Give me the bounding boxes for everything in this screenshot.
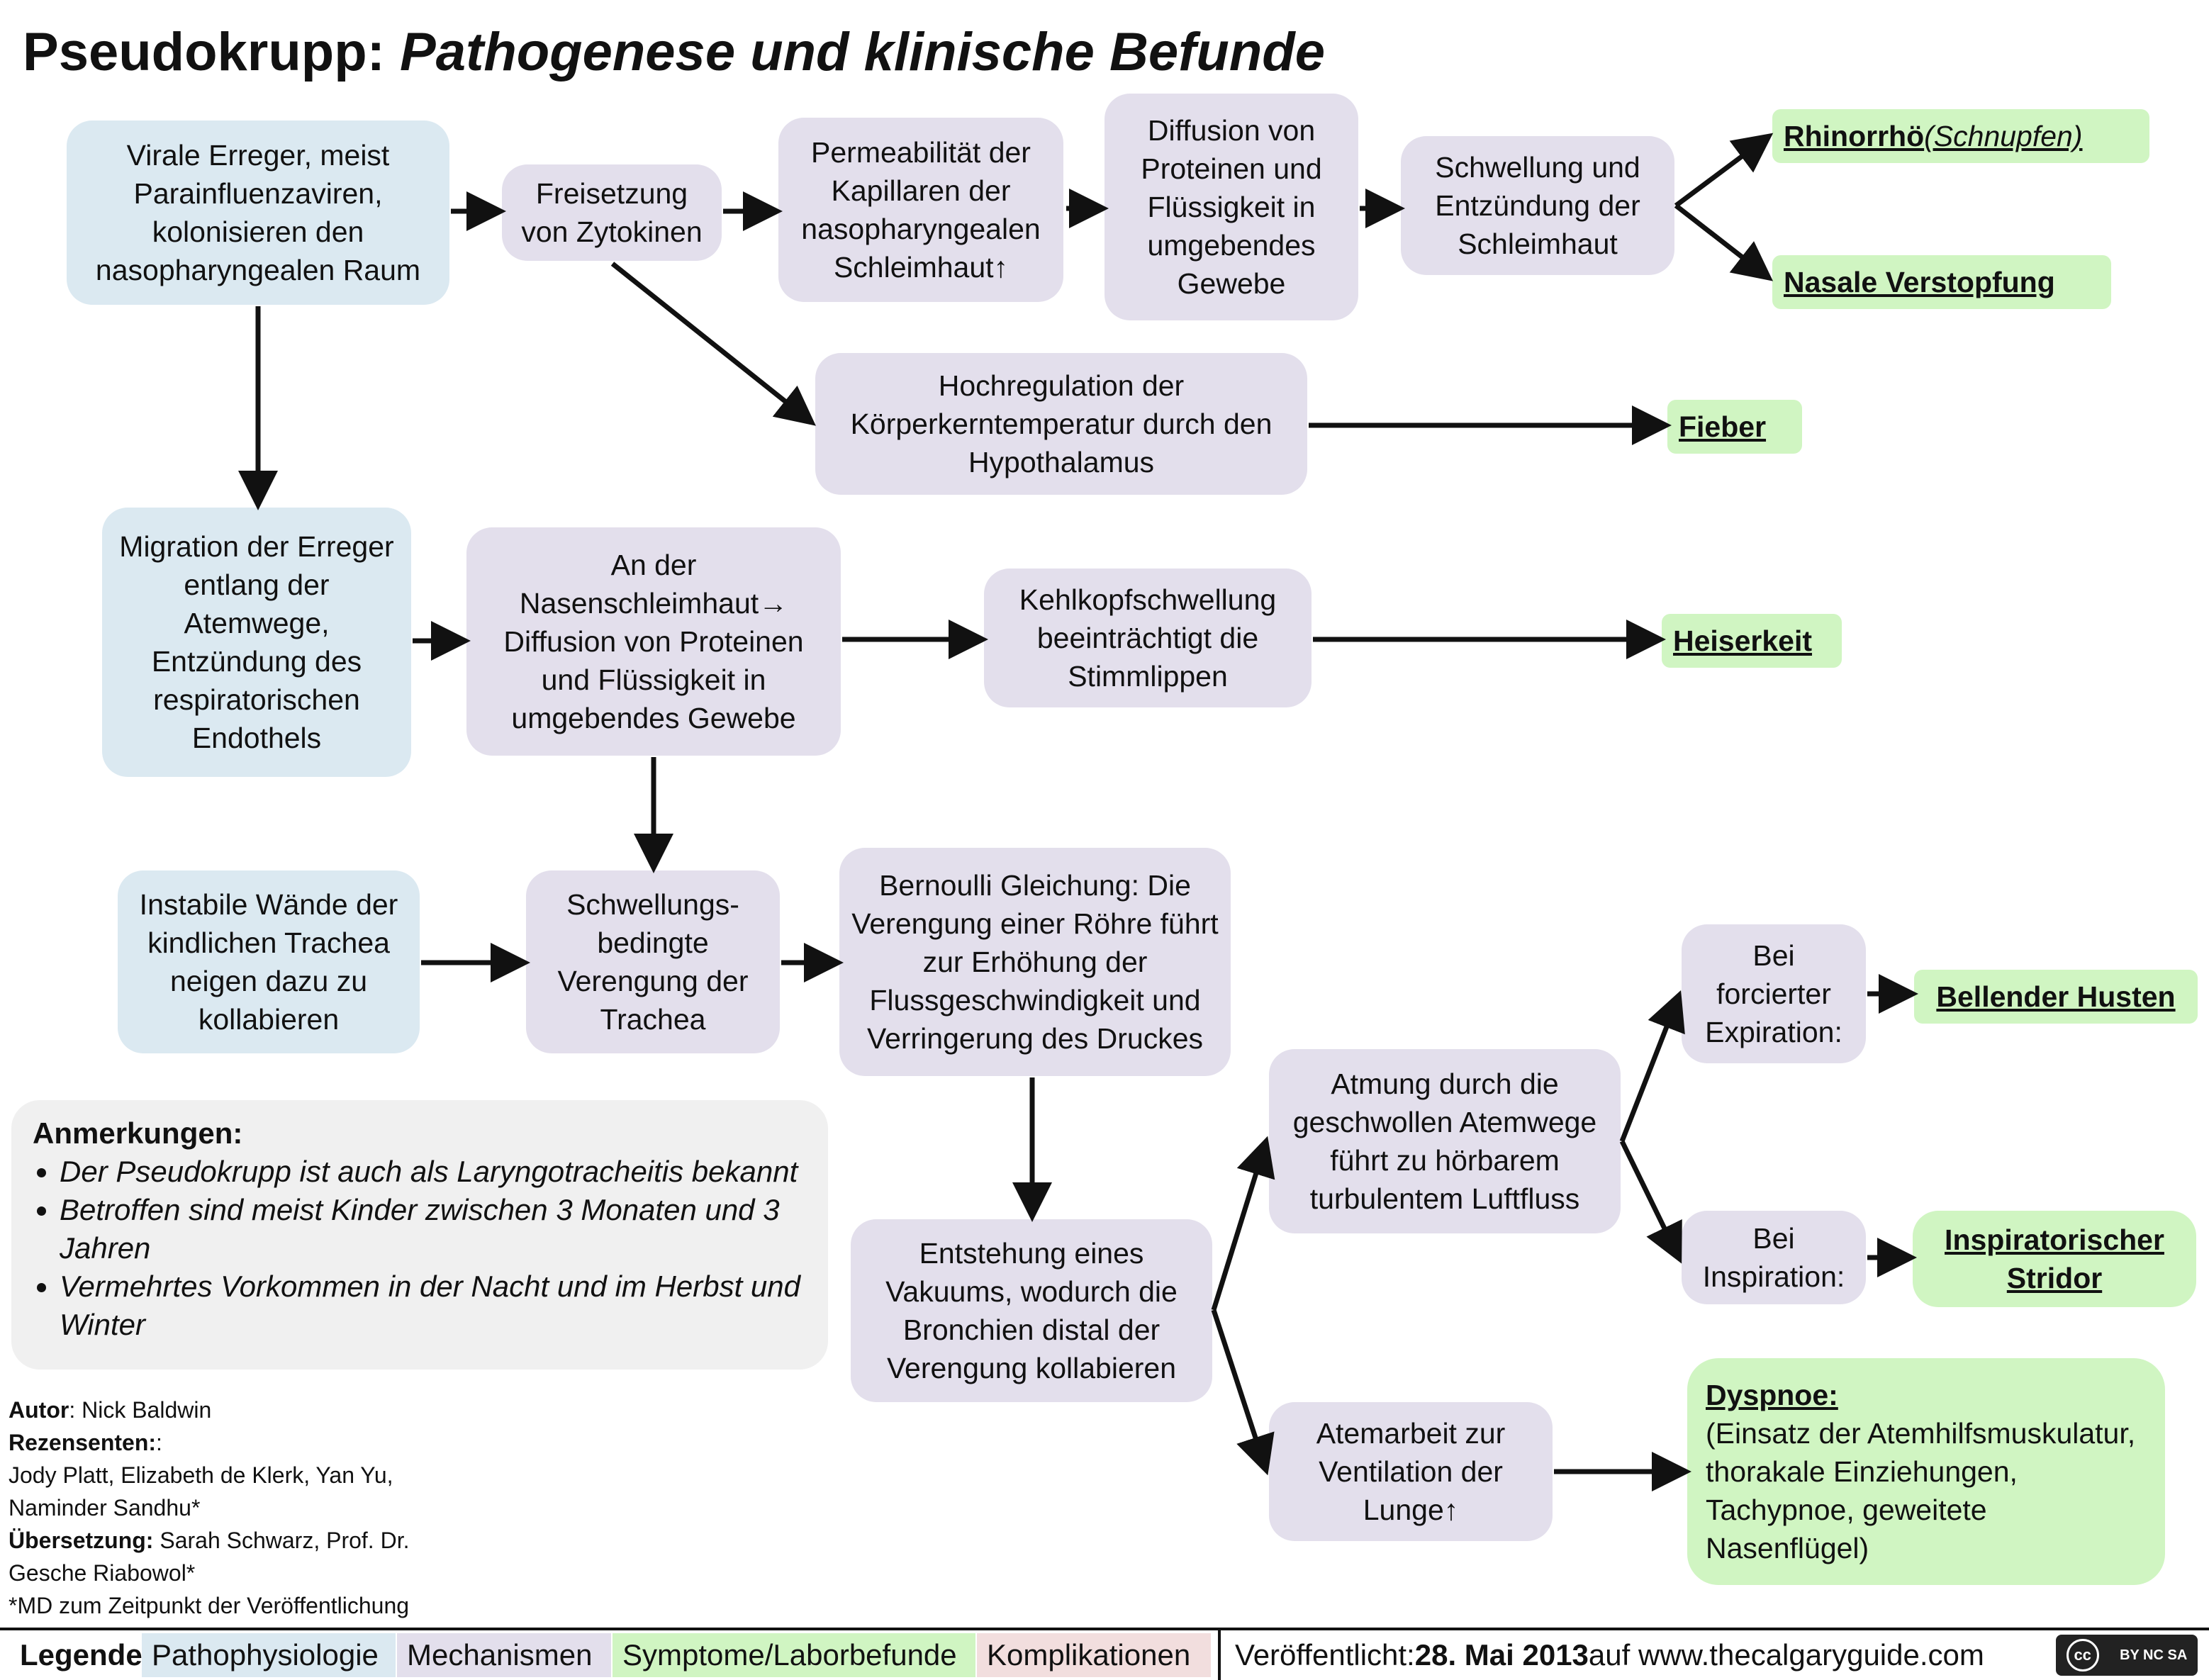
author-label: Autor: [9, 1397, 69, 1423]
published-prefix: Veröffentlicht:: [1235, 1638, 1415, 1671]
node-bernoulli: Bernoulli Gleichung: Die Verengung einer…: [839, 848, 1231, 1076]
notes-item: Betroffen sind meist Kinder zwischen 3 M…: [60, 1191, 807, 1267]
cc-icon: cc: [2066, 1639, 2099, 1671]
cc-license-text: BY NC SA: [2120, 1647, 2188, 1663]
legend-mech: Mechanismen: [397, 1633, 611, 1677]
reviewers-label: Rezensenten:: [9, 1430, 157, 1455]
notes-list: Der Pseudokrupp ist auch als Laryngotrac…: [33, 1153, 807, 1344]
notes-heading: Anmerkungen:: [33, 1116, 243, 1150]
node-fieber: Fieber: [1667, 400, 1802, 454]
node-hypothal: Hochregulation der Körperkerntemperatur …: [815, 353, 1307, 495]
translation-names: Sarah Schwarz, Prof. Dr. Gesche Riabowol…: [9, 1528, 410, 1586]
arrow-vakuum-atemarbeit: [1211, 1309, 1275, 1476]
title-main: Pseudokrupp:: [23, 22, 385, 82]
credits-translation: Übersetzung: Sarah Schwarz, Prof. Dr. Ge…: [9, 1524, 491, 1589]
dyspnoe-heading: Dyspnoe:: [1706, 1379, 1838, 1411]
page-title: Pseudokrupp: Pathogenese und klinische B…: [23, 21, 1325, 83]
node-stridor: Inspiratorischer Stridor: [1913, 1211, 2196, 1307]
legend-label: Legende:: [20, 1638, 152, 1671]
arrow-schwellung-verstopfung: [1674, 203, 1774, 281]
translation-label: Übersetzung:: [9, 1528, 154, 1553]
node-forciert: Bei forcierter Expiration:: [1682, 924, 1866, 1063]
node-permeab: Permeabilität der Kapillaren der nasopha…: [778, 118, 1063, 302]
title-sub: Pathogenese und klinische Befunde: [400, 22, 1325, 82]
credits-footnote: *MD zum Zeitpunkt der Veröffentlichung: [9, 1593, 410, 1618]
node-cytokine: Freisetzung von Zytokinen: [502, 164, 722, 261]
cc-license-badge: cc BY NC SA: [2056, 1635, 2198, 1676]
node-rhinorrhoe: Rhinorrhö (Schnupfen): [1772, 109, 2149, 163]
notes-item: Der Pseudokrupp ist auch als Laryngotrac…: [60, 1153, 807, 1191]
node-verstopfung: Nasale Verstopfung: [1772, 255, 2111, 309]
node-viral: Virale Erreger, meist Parainfluenzaviren…: [67, 121, 449, 305]
author-name: : Nick Baldwin: [69, 1397, 212, 1423]
node-schwellung: Schwellung und Entzündung der Schleimhau…: [1401, 136, 1674, 275]
legend-bar: Legende: Pathophysiologie Mechanismen Sy…: [0, 1628, 2209, 1680]
node-migration: Migration der Erreger entlang der Atemwe…: [102, 508, 411, 777]
rhinorrhoe-sub: (Schnupfen): [1924, 120, 2083, 152]
legend-komp: Komplikationen: [977, 1633, 1211, 1677]
node-inspiration: Bei Inspiration:: [1682, 1211, 1866, 1304]
notes-panel: Anmerkungen: Der Pseudokrupp ist auch al…: [11, 1100, 828, 1370]
node-atmung: Atmung durch die geschwollen Atemwege fü…: [1269, 1049, 1621, 1233]
arrow-atmung-inspiration: [1619, 1140, 1682, 1264]
legend-divider: [1218, 1630, 1221, 1680]
dyspnoe-text: (Einsatz der Atemhilfsmuskulatur, thorak…: [1706, 1417, 2136, 1564]
arrow-cytokine-hypothal: [610, 262, 816, 426]
published-suffix: auf www.thecalgaryguide.com: [1588, 1638, 1984, 1671]
node-diffusion: Diffusion von Proteinen und Flüssigkeit …: [1104, 94, 1358, 320]
rhinorrhoe-label: Rhinorrhö: [1784, 120, 1925, 152]
published-info: Veröffentlicht: 28. Mai 2013 auf www.the…: [1235, 1633, 1984, 1677]
arrow-schwellung-rhinorrhoe: [1674, 133, 1774, 208]
node-verengung: Schwellungs-bedingte Verengung der Trach…: [526, 870, 780, 1053]
node-kehlkopf: Kehlkopfschwellung beeinträchtigt die St…: [984, 569, 1312, 707]
node-nasen: An der Nasenschleimhaut→ Diffusion von P…: [466, 527, 841, 756]
reviewers-colon: :: [156, 1430, 162, 1455]
node-atemarbeit: Atemarbeit zur Ventilation der Lunge↑: [1269, 1402, 1553, 1541]
node-heiserkeit: Heiserkeit: [1662, 614, 1842, 668]
node-instabile: Instabile Wände der kindlichen Trachea n…: [118, 870, 420, 1053]
credits: Autor: Nick Baldwin Rezensenten:: Jody P…: [9, 1394, 491, 1622]
credits-author: Autor: Nick Baldwin: [9, 1394, 491, 1426]
legend-sym: Symptome/Laborbefunde: [613, 1633, 975, 1677]
node-vakuum: Entstehung eines Vakuums, wodurch die Br…: [851, 1219, 1212, 1402]
credits-reviewers-label: Rezensenten::: [9, 1426, 491, 1459]
arrow-vakuum-atmung: [1211, 1136, 1275, 1311]
credits-reviewers: Jody Platt, Elizabeth de Klerk, Yan Yu, …: [9, 1462, 393, 1521]
node-dyspnoe: Dyspnoe: (Einsatz der Atemhilfsmuskulatu…: [1687, 1358, 2165, 1585]
published-date: 28. Mai 2013: [1414, 1638, 1589, 1671]
notes-item: Vermehrtes Vorkommen in der Nacht und im…: [60, 1267, 807, 1344]
node-husten: Bellender Husten: [1914, 970, 2198, 1024]
legend-patho: Pathophysiologie: [142, 1633, 396, 1677]
arrow-atmung-forciert: [1619, 990, 1685, 1143]
